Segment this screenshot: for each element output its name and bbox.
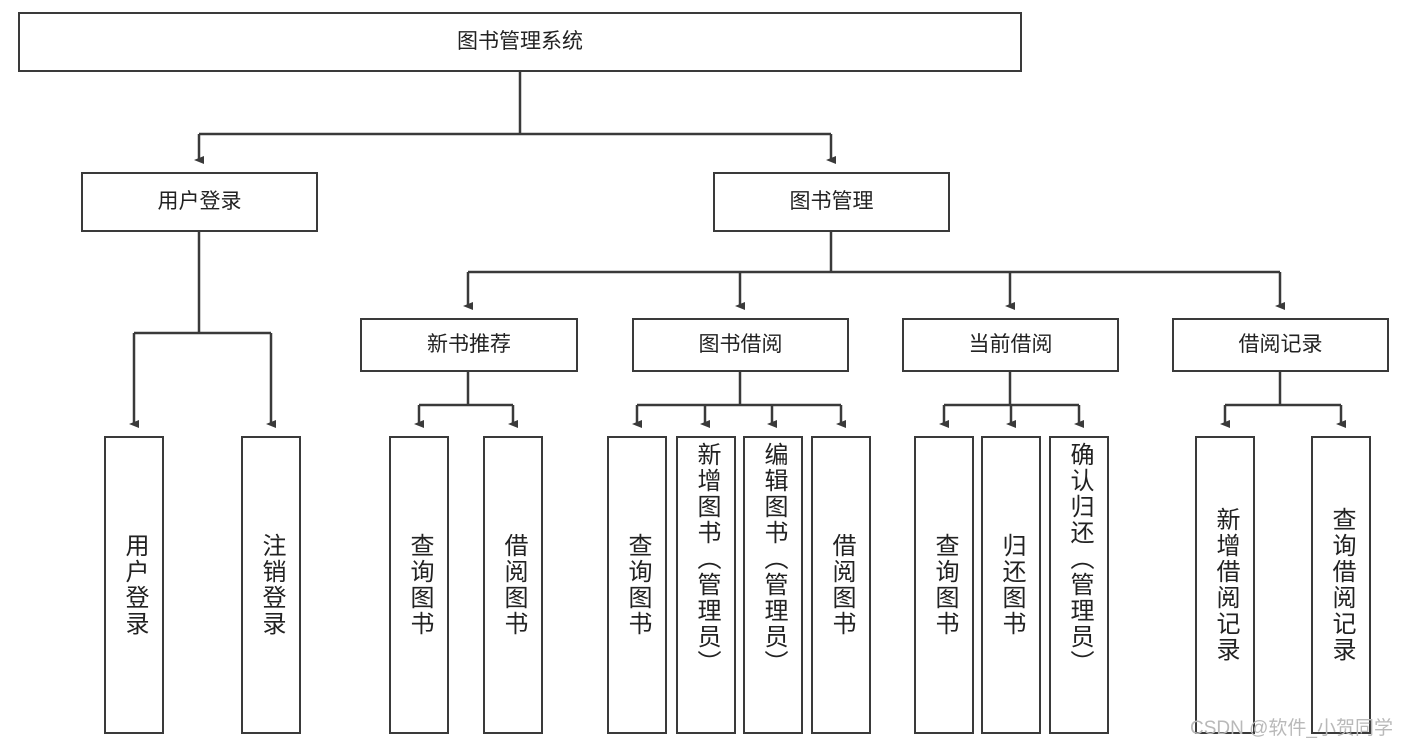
leaf-book-borrow-add-book-admin[interactable]: 新增图书（管理员） <box>676 436 736 734</box>
leaf-user-login-logout[interactable]: 注销登录 <box>241 436 301 734</box>
leaf-current-borrow-return-book[interactable]: 归还图书 <box>981 436 1041 734</box>
node-label: 图书借阅 <box>698 332 783 356</box>
node-label: 查询图书 <box>406 533 433 637</box>
node-label: 当前借阅 <box>968 332 1053 356</box>
node-label: 用户登录 <box>157 189 242 213</box>
node-new-book-recommend[interactable]: 新书推荐 <box>360 318 578 372</box>
node-borrow-record[interactable]: 借阅记录 <box>1172 318 1389 372</box>
leaf-new-book-borrow-book[interactable]: 借阅图书 <box>483 436 543 734</box>
node-label: 借阅图书 <box>500 533 527 637</box>
node-root-book-management-system[interactable]: 图书管理系统 <box>18 12 1022 72</box>
node-current-borrow[interactable]: 当前借阅 <box>902 318 1119 372</box>
node-label: 新书推荐 <box>427 332 511 356</box>
leaf-current-borrow-query-book[interactable]: 查询图书 <box>914 436 974 734</box>
node-label: 新增借阅记录 <box>1212 507 1239 663</box>
node-label: 查询图书 <box>931 533 958 637</box>
node-user-login[interactable]: 用户登录 <box>81 172 318 232</box>
node-label: 确认归还（管理员） <box>1066 442 1093 676</box>
node-label: 查询图书 <box>624 533 651 637</box>
leaf-new-book-query-book[interactable]: 查询图书 <box>389 436 449 734</box>
leaf-borrow-record-query-record[interactable]: 查询借阅记录 <box>1311 436 1371 734</box>
node-label: 借阅图书 <box>828 533 855 637</box>
leaf-user-login-login[interactable]: 用户登录 <box>104 436 164 734</box>
leaf-current-borrow-confirm-return-admin[interactable]: 确认归还（管理员） <box>1049 436 1109 734</box>
node-label: 图书管理系统 <box>457 29 583 53</box>
node-book-management[interactable]: 图书管理 <box>713 172 950 232</box>
csdn-watermark: CSDN @软件_小贺同学 <box>1190 718 1393 739</box>
node-label: 借阅记录 <box>1238 332 1323 356</box>
node-label: 查询借阅记录 <box>1328 507 1355 663</box>
node-label: 编辑图书（管理员） <box>760 442 787 676</box>
node-label: 新增图书（管理员） <box>693 442 720 676</box>
node-label: 归还图书 <box>998 533 1025 637</box>
leaf-book-borrow-edit-book-admin[interactable]: 编辑图书（管理员） <box>743 436 803 734</box>
node-label: 用户登录 <box>121 533 148 637</box>
leaf-book-borrow-borrow-book[interactable]: 借阅图书 <box>811 436 871 734</box>
node-book-borrow[interactable]: 图书借阅 <box>632 318 849 372</box>
leaf-book-borrow-query-book[interactable]: 查询图书 <box>607 436 667 734</box>
node-label: 图书管理 <box>789 189 874 213</box>
node-label: 注销登录 <box>258 533 285 637</box>
leaf-borrow-record-add-record[interactable]: 新增借阅记录 <box>1195 436 1255 734</box>
